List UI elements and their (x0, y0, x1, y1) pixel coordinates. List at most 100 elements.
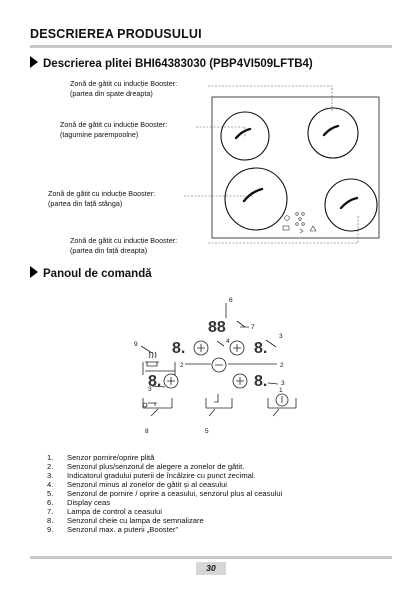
timer-bracket (205, 398, 233, 409)
induction-mark-icon (234, 127, 252, 140)
callout-line (267, 382, 279, 385)
zone-label-line: (tagumine parempoolne) (60, 130, 139, 139)
callout-line (272, 408, 280, 417)
plus-button-front-right[interactable] (232, 373, 248, 389)
triangle-bullet-icon (30, 266, 38, 278)
list-item-text: Senzorul plus/senzorul de alegere a zone… (67, 462, 245, 471)
list-item-text: Senzorul max. a puterii „Booster” (67, 525, 178, 534)
list-item-number: 5. (47, 489, 54, 498)
callout-4: 4 (226, 338, 230, 345)
callout-line (151, 385, 166, 388)
list-item-number: 7. (47, 507, 54, 516)
zone-label-line: Zonă de gătit cu inducție Booster: (70, 79, 178, 88)
triangle-bullet-icon (30, 56, 38, 68)
callout-2: 2 (280, 362, 284, 369)
list-item-text: Senzorul de pornire / oprire a ceasului,… (67, 489, 283, 498)
control-panel-diagram: 8. 8. 8. 8. 88 1 2 2 3 3 3 4 5 6 7 8 9 (134, 297, 297, 435)
control-legend-list: 1. Senzor pornire/oprire plită 2. Senzorul… (47, 453, 282, 534)
callout-6: 6 (229, 297, 233, 304)
callout-line (150, 408, 159, 417)
minus-button[interactable] (211, 357, 227, 373)
key-bracket (142, 398, 173, 409)
callout-9: 9 (134, 341, 138, 348)
leader-line (196, 126, 246, 138)
callout-8: 8 (145, 428, 149, 435)
cooking-zone-front-right (324, 178, 378, 232)
zone-label-line: (partea din spate dreapta) (70, 89, 153, 98)
callout-1: 1 (279, 387, 283, 394)
induction-mark-icon (242, 187, 264, 203)
list-item: 3. Indicatorul gradului puterii de încălz… (47, 471, 282, 480)
hob-outline (211, 96, 380, 239)
cooking-zone-rear-right (307, 107, 359, 159)
key-lock-icon[interactable] (142, 402, 157, 408)
cooking-zone-rear-left (220, 111, 270, 161)
power-icon[interactable] (275, 393, 289, 407)
header-divider (30, 45, 392, 48)
clock-display: 88 (208, 319, 226, 336)
section-heading-control-panel-text: Panoul de comandă (43, 268, 152, 280)
list-item-number: 1. (47, 453, 54, 462)
callout-2-left: 2 (180, 362, 184, 369)
zone-label-line: Zonă de gătit cu inducție Booster: (70, 236, 178, 245)
list-item-text: Indicatorul gradului puterii de încălzir… (67, 471, 256, 480)
timer-icon[interactable] (214, 394, 219, 403)
leader-line (208, 85, 333, 112)
list-item-number: 8. (47, 516, 54, 525)
zone-label-line: Zonă de gătit cu inducție Booster: (48, 189, 156, 198)
page-number: 30 (196, 562, 226, 575)
list-item-number: 9. (47, 525, 54, 534)
list-item: 1. Senzor pornire/oprire plită (47, 453, 282, 462)
leader-line (208, 216, 359, 244)
plus-button-front-left[interactable] (163, 373, 179, 389)
induction-mark-icon (322, 124, 340, 137)
list-item-number: 3. (47, 471, 54, 480)
callout-5: 5 (205, 428, 209, 435)
plus-button-rear-right[interactable] (229, 340, 245, 356)
list-item-text: Lampa de control a ceasului (67, 507, 162, 516)
clock-lamp-icon (236, 320, 249, 328)
callout-3-left: 3 (148, 386, 152, 393)
list-item: 9. Senzorul max. a puterii „Booster” (47, 525, 282, 534)
booster-heat-icon (148, 351, 157, 359)
list-item-number: 4. (47, 480, 54, 489)
power-display-rear-right: 8. (254, 340, 267, 357)
power-bracket (267, 398, 297, 409)
list-item: 4. Senzorul minus al zonelor de gătit și … (47, 480, 282, 489)
callout-line (216, 340, 225, 347)
list-item: 2. Senzorul plus/senzorul de alegere a zo… (47, 462, 282, 471)
list-item-text: Senzor pornire/oprire plită (67, 453, 155, 462)
section-heading-hob-text: Descrierea plitei BHI64383030 (PBP4VI509… (43, 58, 313, 70)
booster-pot-icon (145, 361, 159, 367)
footer-divider (30, 556, 392, 559)
list-item-text: Senzorul minus al zonelor de gătit și al… (67, 480, 227, 489)
list-item-number: 6. (47, 498, 54, 507)
callout-line (140, 345, 153, 354)
zone-label-line: (partea din față dreapta) (70, 246, 148, 255)
zone-label-front-left: Zonă de gătit cu inducție Booster: (part… (48, 189, 155, 209)
callout-3: 3 (279, 333, 283, 340)
cooking-zone-front-left (224, 167, 288, 231)
callout-line (208, 408, 216, 417)
list-item: 7. Lampa de control a ceasului (47, 507, 282, 516)
callout-line (265, 339, 277, 348)
list-item: 5. Senzorul de pornire / oprire a ceasulu… (47, 489, 282, 498)
power-display-rear-left: 8. (172, 340, 185, 357)
bracket-line (142, 362, 176, 375)
page-header-title: DESCRIEREA PRODUSULUI (30, 27, 202, 41)
plus-minus-glyphs (167, 344, 244, 385)
hob-diagram (184, 85, 380, 244)
list-item: 6. Display ceas (47, 498, 282, 507)
zone-label-line: Zonă de gătit cu inducție Booster: (60, 120, 168, 129)
list-item-text: Display ceas (67, 498, 111, 507)
hob-control-symbols (282, 212, 317, 234)
list-item: 8.Senzorul cheie cu lampa de semnalizare (47, 516, 282, 525)
section-heading-hob: Descrierea plitei BHI64383030 (PBP4VI509… (30, 56, 313, 70)
power-display-front-left: 8. (148, 373, 161, 390)
zone-label-rear-right: Zonă de gătit cu inducție Booster: (part… (70, 79, 177, 99)
induction-mark-icon (339, 196, 359, 210)
zone-label-rear-left: Zonă de gătit cu inducție Booster: (tagu… (60, 120, 167, 140)
list-item-number: 2. (47, 462, 54, 471)
plus-button-rear-left[interactable] (193, 340, 209, 356)
section-heading-control-panel: Panoul de comandă (30, 266, 152, 280)
